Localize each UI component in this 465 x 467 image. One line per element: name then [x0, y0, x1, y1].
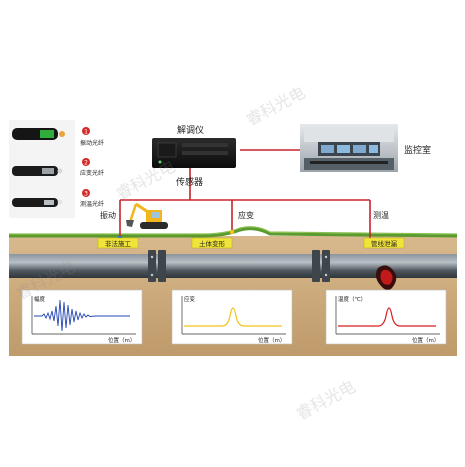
- vibration-waveform: [34, 299, 130, 332]
- fiber-legend-item-3: 3 测温光纤: [80, 189, 104, 208]
- legend-label-3: 测温光纤: [80, 200, 104, 208]
- excavator-icon: [126, 202, 168, 229]
- demodulator-device: [152, 138, 236, 168]
- legend-number-2: 2: [84, 160, 88, 167]
- event-pipeline-leak-label: 管线泄漏: [371, 239, 398, 248]
- demodulator-label: 解调仪: [177, 124, 204, 136]
- panel-temperature: 温度（℃） 位置（m）: [325, 289, 447, 345]
- panel-vibration-ylabel: 幅度: [34, 295, 46, 303]
- fiber-legend-item-2: 2 应变光纤: [80, 158, 104, 177]
- event-soil-deformation-label: 土体变形: [199, 239, 226, 248]
- strain-label: 应变: [238, 210, 254, 220]
- event-soil-deformation: 土体变形: [191, 237, 233, 249]
- leak-icon: [375, 265, 397, 290]
- vibration-label: 振动: [100, 210, 116, 220]
- panel-strain-xlabel: 位置（m）: [258, 336, 285, 344]
- svg-text:睿科光电: 睿科光电: [113, 157, 178, 204]
- legend-number-1: 1: [84, 129, 88, 136]
- strain-curve: [184, 307, 282, 327]
- panel-strain-ylabel: 应变: [184, 295, 196, 303]
- sensor-label: 传感器: [176, 176, 203, 188]
- control-room-label: 监控室: [404, 144, 431, 156]
- temperature-fiber-cable: [12, 198, 63, 207]
- svg-text:睿科光电: 睿科光电: [243, 83, 308, 130]
- vibration-fiber-cable: [12, 128, 65, 140]
- legend-number-3: 3: [84, 191, 88, 198]
- temperature-curve: [338, 307, 436, 327]
- event-pipeline-leak: 管线泄漏: [363, 237, 405, 249]
- panel-temperature-ylabel: 温度（℃）: [338, 295, 366, 303]
- panel-vibration-xlabel: 位置（m）: [108, 336, 135, 344]
- fiber-legend-item-1: 1 振动光纤: [80, 127, 104, 147]
- strain-sensor-point: [229, 229, 235, 235]
- fiber-cable-legend: [9, 120, 75, 218]
- panel-strain: 应变 位置（m）: [171, 289, 293, 345]
- control-room-image: [300, 124, 398, 172]
- event-illegal-construction: 非法施工: [97, 237, 139, 249]
- temperature-label: 测温: [373, 211, 389, 220]
- event-illegal-construction-label: 非法施工: [105, 239, 132, 248]
- grass-line: [9, 227, 458, 238]
- grass-line-light: [9, 226, 458, 235]
- legend-label-1: 振动光纤: [80, 139, 104, 147]
- panel-temperature-xlabel: 位置（m）: [412, 336, 439, 344]
- legend-label-2: 应变光纤: [80, 169, 104, 177]
- fiber-connections: [119, 149, 371, 240]
- pipeline: [9, 250, 457, 282]
- svg-text:睿科光电: 睿科光电: [293, 377, 358, 424]
- panel-vibration: 幅度 位置（m）: [21, 289, 143, 345]
- strain-fiber-cable: [12, 166, 63, 176]
